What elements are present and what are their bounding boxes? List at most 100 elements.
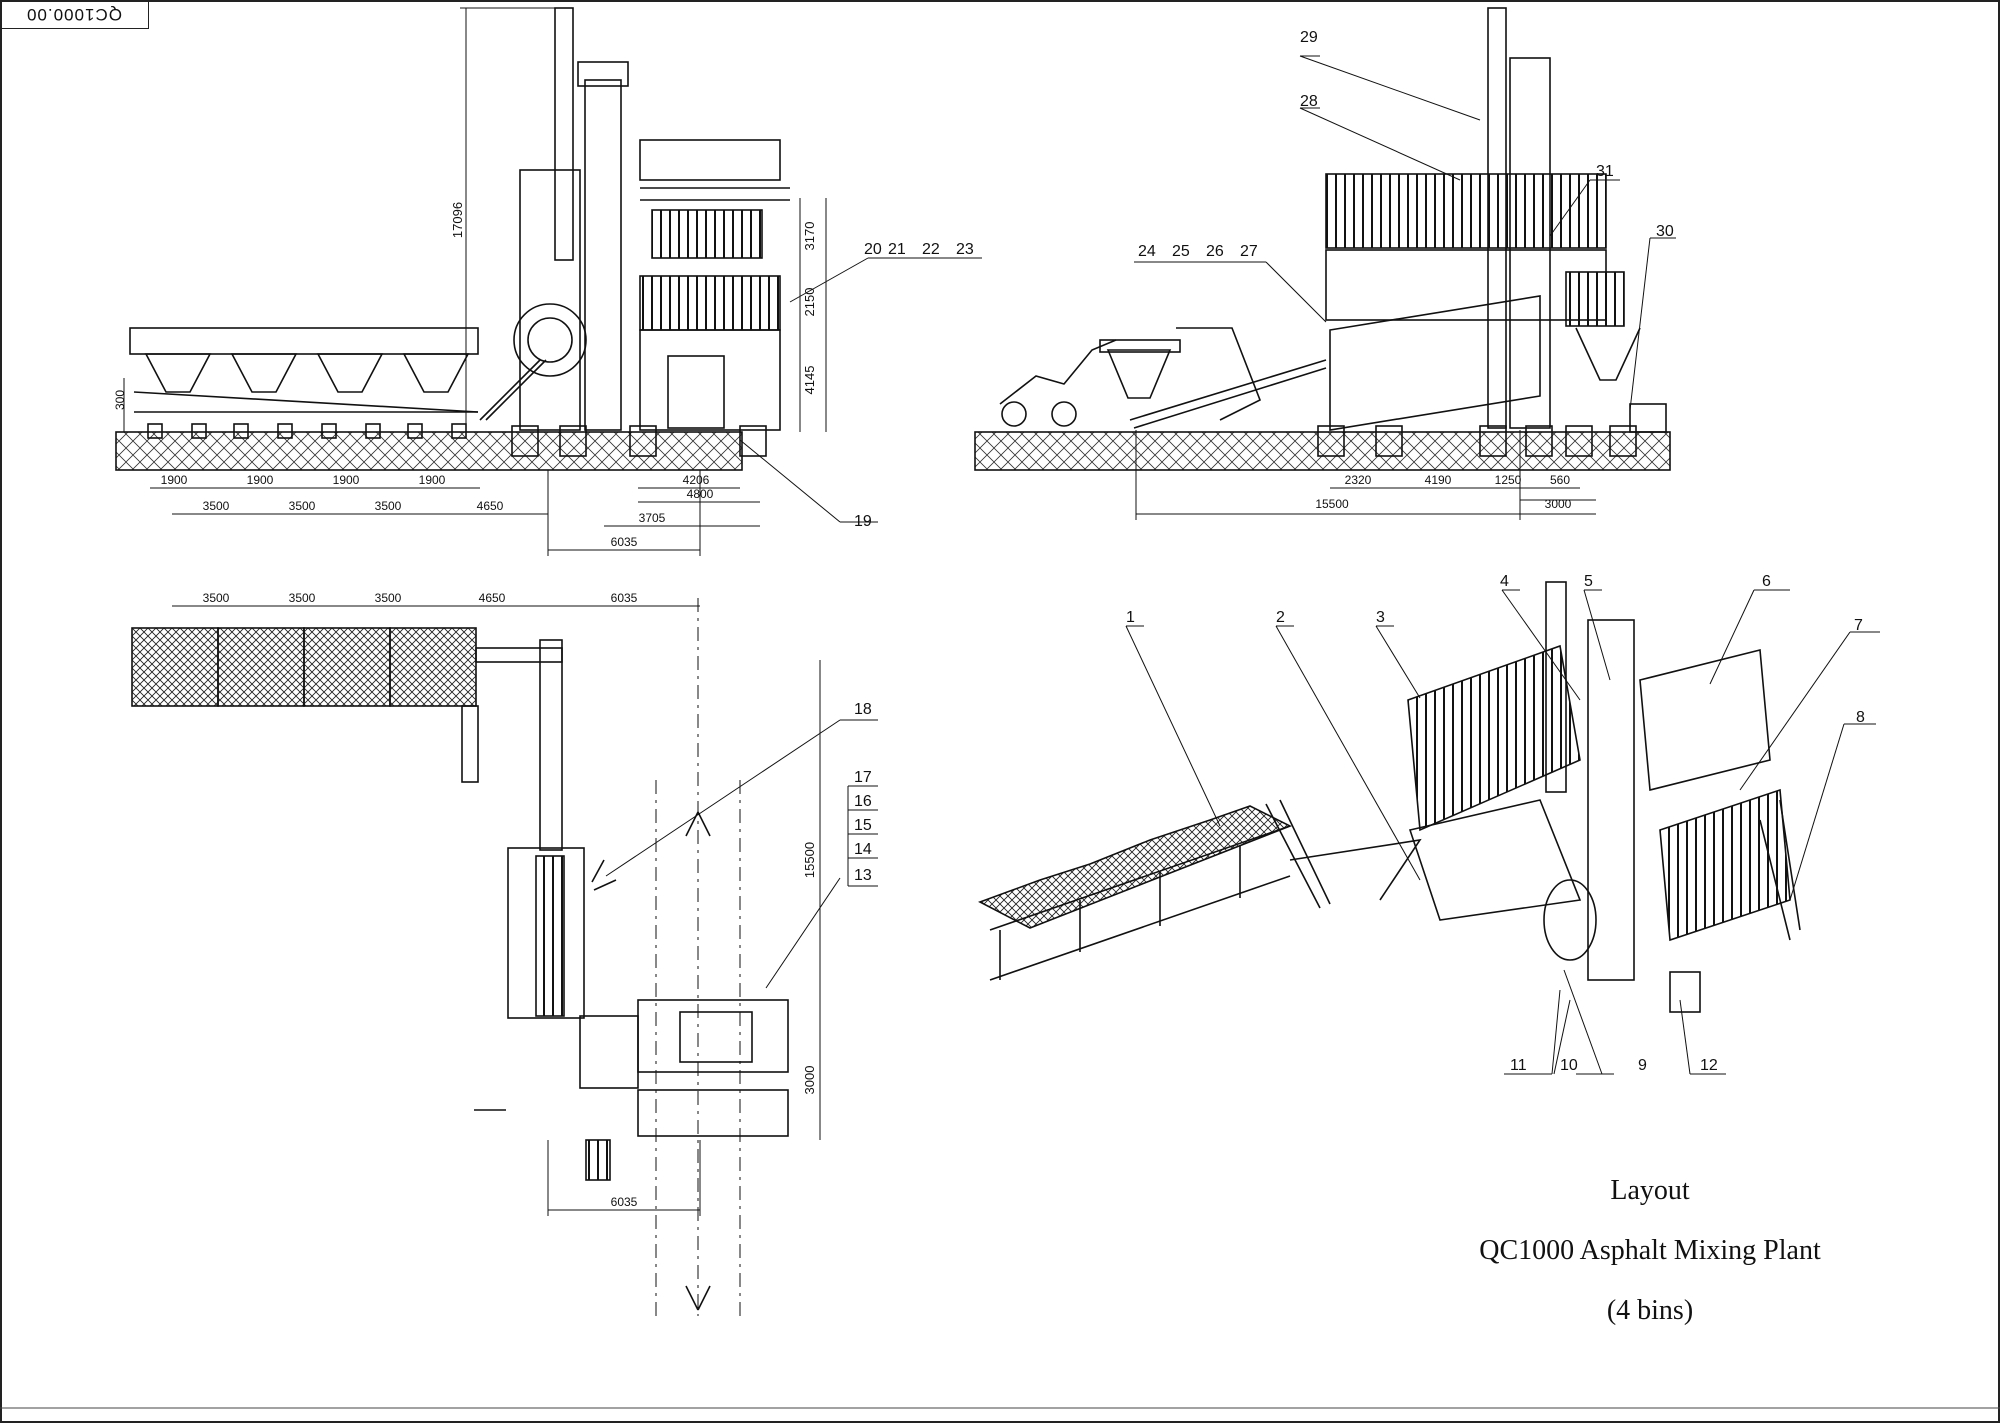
front-baghouse-frame	[519, 169, 581, 431]
iso-filler-tank	[1669, 971, 1701, 1013]
title-block: Layout QC1000 Asphalt Mixing Plant (4 bi…	[1420, 1175, 1880, 1355]
plan-callouts: 18 17 16 15 14 13	[854, 701, 872, 884]
plan-centerlines	[655, 598, 741, 1316]
iso-dryer-drum	[1408, 799, 1582, 921]
dim-plan-3000: 3000	[802, 1066, 817, 1095]
dim-560: 560	[1550, 473, 1570, 487]
side-control-room	[1565, 271, 1625, 327]
dim-4206: 4206	[683, 473, 710, 487]
front-hot-bins	[651, 209, 763, 259]
callout-2: 2	[1276, 609, 1285, 626]
front-callouts: 20 21 22 23 19	[854, 241, 974, 530]
dim-pitch-3: 3500	[375, 499, 402, 513]
dim-height-total: 17096	[450, 202, 465, 238]
dim-side-2150: 2150	[802, 288, 817, 317]
callout-28: 28	[1300, 93, 1318, 110]
callout-15: 15	[854, 817, 872, 834]
side-baghouse	[1325, 173, 1607, 249]
front-control-room	[639, 275, 781, 331]
side-cold-bin	[1106, 349, 1172, 399]
callout-13: 13	[854, 867, 872, 884]
callout-21: 21	[888, 241, 906, 258]
side-filler-tank	[1629, 403, 1667, 433]
plan-arrow-down	[685, 1285, 711, 1311]
front-mixer-bay	[639, 329, 781, 431]
dim-run-4650: 4650	[477, 499, 504, 513]
front-bin-rail	[129, 327, 479, 355]
callout-6: 6	[1762, 573, 1771, 590]
dim-3705: 3705	[639, 511, 666, 525]
title-line-bins: (4 bins)	[1606, 1295, 1694, 1326]
side-hot-bins	[1325, 249, 1607, 321]
plan-dryer-drum	[507, 847, 585, 1019]
dim-plan-4650: 4650	[479, 591, 506, 605]
callout-10: 10	[1560, 1057, 1578, 1074]
callout-17: 17	[854, 769, 872, 786]
callout-12: 12	[1700, 1057, 1718, 1074]
callout-25: 25	[1172, 243, 1190, 260]
side-conveyor	[1129, 359, 1327, 429]
dim-15500-side: 15500	[1315, 497, 1349, 511]
dim-pitch-2: 3500	[289, 499, 316, 513]
dim-plan-15500: 15500	[802, 842, 817, 878]
callout-24: 24	[1138, 243, 1156, 260]
iso-cold-bins	[978, 805, 1292, 981]
dim-side-300: 300	[113, 390, 127, 410]
side-loader	[999, 339, 1117, 405]
iso-leaders	[1125, 589, 1880, 1075]
side-dryer-drum	[1329, 295, 1541, 431]
plan-dimensions	[172, 605, 878, 1216]
iso-conveyor	[1289, 838, 1422, 901]
plan-truck-lane	[637, 1089, 789, 1137]
dim-4800: 4800	[687, 487, 714, 501]
front-cold-bins	[133, 353, 479, 413]
callout-31: 31	[1596, 163, 1614, 180]
callout-19: 19	[854, 513, 872, 530]
callout-29: 29	[1300, 29, 1318, 46]
callout-11: 11	[1510, 1057, 1527, 1074]
iso-screen-tower	[1639, 648, 1771, 792]
side-loader-wheel	[1001, 401, 1027, 427]
front-dimensions	[123, 7, 982, 556]
plan-filler-silo	[585, 1139, 611, 1181]
dim-4190: 4190	[1425, 473, 1452, 487]
dim-side-3170: 3170	[802, 222, 817, 251]
callout-3: 3	[1376, 609, 1385, 626]
callout-27: 27	[1240, 243, 1258, 260]
dim-pitch-1: 3500	[203, 499, 230, 513]
callout-1: 1	[1126, 609, 1135, 626]
side-feed-stair	[1176, 327, 1262, 421]
iso-burner	[1543, 879, 1597, 961]
callout-4: 4	[1500, 573, 1509, 590]
side-footings	[1317, 425, 1637, 457]
plan-duct	[591, 859, 617, 891]
dim-plan-3500-1: 3500	[203, 591, 230, 605]
plan-elevator-base	[579, 1015, 639, 1089]
front-screen-deck	[639, 139, 781, 181]
side-foundation	[974, 431, 1671, 471]
front-footings	[147, 423, 767, 457]
dim-plan-6035: 6035	[611, 591, 638, 605]
drawing-number-stamp: QC1000.00	[0, 0, 149, 29]
dim-plan-3500-3: 3500	[375, 591, 402, 605]
iso-bucket-elevator	[1587, 619, 1635, 981]
plan-incline-conveyor	[539, 639, 563, 851]
callout-22: 22	[922, 241, 940, 258]
front-stair	[479, 359, 547, 421]
plan-collect-conveyor	[475, 647, 563, 663]
front-dryer-drum	[513, 303, 587, 377]
dim-bin-2: 1900	[247, 473, 274, 487]
title-line-plant: QC1000 Asphalt Mixing Plant	[1479, 1235, 1821, 1266]
front-bucket-elevator	[584, 79, 622, 431]
side-bucket-elevator	[1509, 57, 1551, 429]
plan-view	[131, 598, 789, 1316]
callout-30: 30	[1656, 223, 1674, 240]
front-elevation-view	[115, 7, 790, 471]
front-foundation	[115, 431, 743, 471]
dim-side-4145: 4145	[802, 366, 817, 395]
iso-chimney	[1545, 581, 1567, 793]
dim-bin-3: 1900	[333, 473, 360, 487]
callout-20: 20	[864, 241, 882, 258]
